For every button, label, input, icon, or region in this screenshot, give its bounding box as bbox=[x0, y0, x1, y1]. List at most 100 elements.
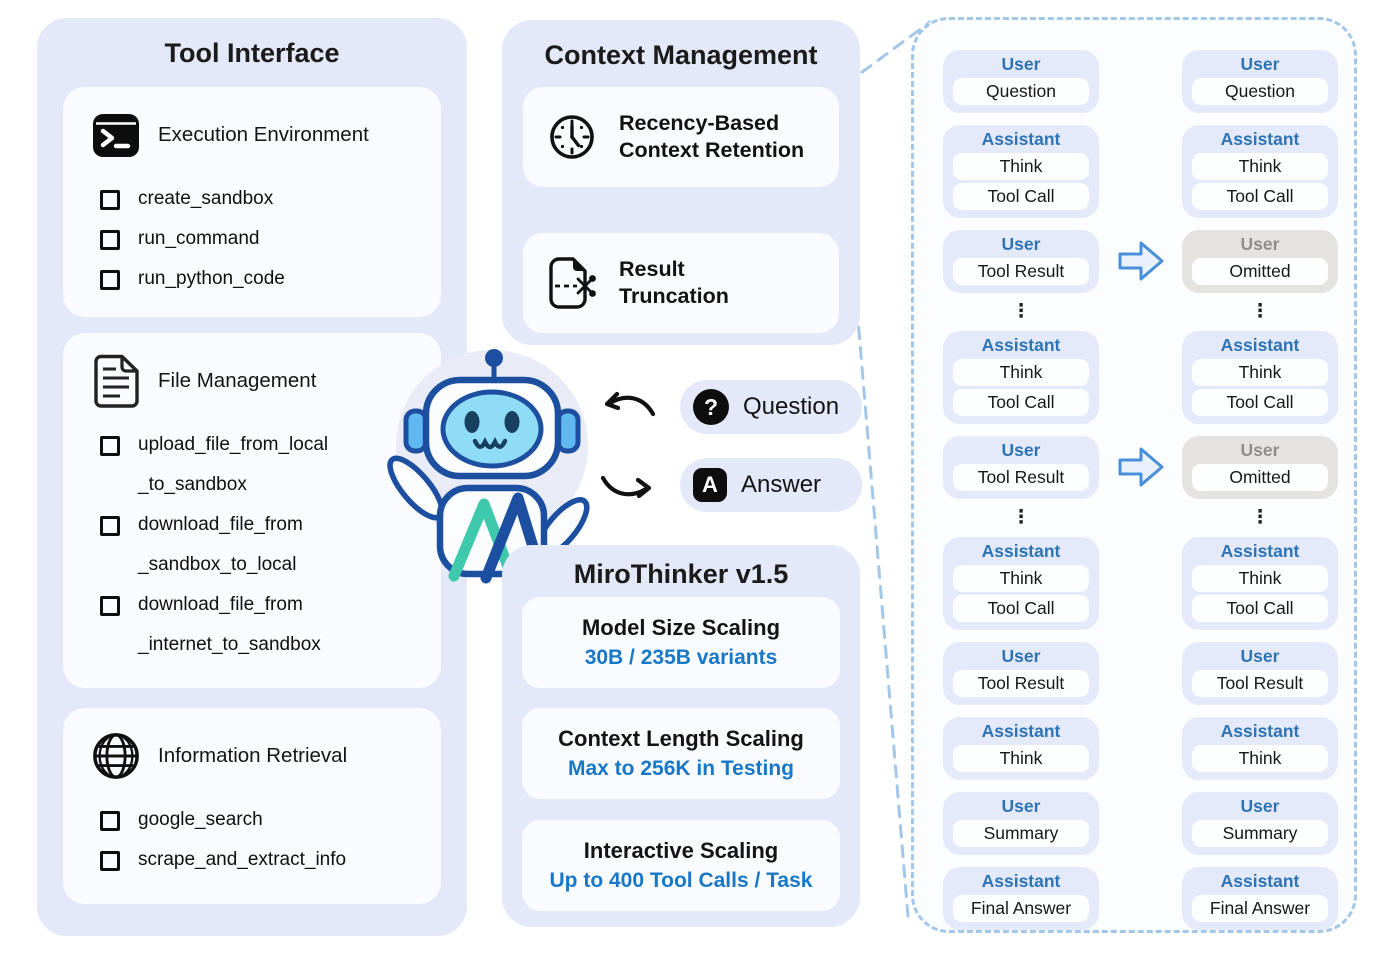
checkbox-icon bbox=[100, 851, 120, 871]
scaling-value: Max to 256K in Testing bbox=[568, 757, 794, 780]
checkbox-icon bbox=[100, 190, 120, 210]
ellipsis: ⋮ bbox=[1250, 507, 1270, 528]
role-label: User bbox=[1001, 234, 1041, 254]
role-label: Assistant bbox=[981, 541, 1061, 561]
result-truncation-card: Result Truncation bbox=[523, 233, 839, 333]
role-label: Assistant bbox=[981, 129, 1061, 149]
message-block: Assistant Final Answer bbox=[1182, 867, 1338, 930]
flow-arrow-icon bbox=[1118, 241, 1164, 281]
role-label: Assistant bbox=[1220, 335, 1300, 355]
tool-name: run_command bbox=[138, 228, 260, 249]
message-block: Assistant Think Tool Call bbox=[1182, 125, 1338, 218]
context-detail-panel: User Question Assistant Think Tool Call … bbox=[911, 17, 1357, 933]
message-block: User Tool Result bbox=[943, 642, 1099, 705]
card-header: File Management bbox=[63, 333, 441, 408]
message-block: Assistant Think Tool Call bbox=[1182, 537, 1338, 630]
question-pill: ? Question bbox=[680, 380, 862, 434]
tool-interface-title: Tool Interface bbox=[164, 38, 340, 68]
tool-name: download_file_from _internet_to_sandbox bbox=[138, 594, 321, 655]
message-block: User Tool Result bbox=[1182, 642, 1338, 705]
message-part: Final Answer bbox=[1192, 895, 1328, 922]
message-part: Tool Call bbox=[1192, 389, 1328, 416]
message-part: Tool Call bbox=[1192, 183, 1328, 210]
context-length-scaling-card: Context Length Scaling Max to 256K in Te… bbox=[522, 708, 840, 799]
terminal-icon bbox=[91, 110, 141, 160]
message-block: User Question bbox=[1182, 50, 1338, 113]
outgoing-curve-arrow-icon bbox=[600, 475, 652, 499]
tool-name: scrape_and_extract_info bbox=[138, 849, 347, 870]
message-part: Question bbox=[1192, 78, 1328, 105]
role-label: User bbox=[1240, 440, 1280, 460]
question-label: Question bbox=[743, 393, 840, 420]
role-label: User bbox=[1240, 646, 1280, 666]
document-icon bbox=[91, 354, 141, 408]
message-part: Tool Call bbox=[953, 183, 1089, 210]
role-label: Assistant bbox=[1220, 129, 1300, 149]
file-management-card: File Management upload_file_from_local _… bbox=[63, 333, 441, 688]
message-part: Think bbox=[953, 153, 1089, 180]
interactive-scaling-card: Interactive Scaling Up to 400 Tool Calls… bbox=[522, 820, 840, 911]
flow-arrow-icon bbox=[1118, 447, 1164, 487]
message-part: Omitted bbox=[1192, 258, 1328, 285]
message-part: Question bbox=[953, 78, 1089, 105]
message-block: User Tool Result bbox=[943, 436, 1099, 499]
message-part: Tool Call bbox=[953, 389, 1089, 416]
message-part: Think bbox=[953, 359, 1089, 386]
execution-environment-card: Execution Environment create_sandbox run… bbox=[63, 87, 441, 317]
message-part: Tool Result bbox=[1192, 670, 1328, 697]
role-label: User bbox=[1240, 54, 1280, 74]
card-heading: File Management bbox=[158, 369, 317, 392]
tool-name: create_sandbox bbox=[138, 188, 274, 209]
tool-item: download_file_from _internet_to_sandbox bbox=[100, 585, 441, 665]
tool-item: google_search bbox=[100, 800, 441, 840]
message-part: Tool Call bbox=[1192, 595, 1328, 622]
recency-retention-card: Recency-Based Context Retention bbox=[523, 87, 839, 187]
message-part: Think bbox=[953, 565, 1089, 592]
message-part: Think bbox=[1192, 153, 1328, 180]
message-block: Assistant Think Tool Call bbox=[943, 331, 1099, 424]
clock-icon bbox=[547, 112, 597, 162]
message-block: Assistant Think Tool Call bbox=[943, 125, 1099, 218]
role-label: User bbox=[1001, 54, 1041, 74]
scaling-value: Up to 400 Tool Calls / Task bbox=[549, 869, 813, 892]
role-label: Assistant bbox=[981, 721, 1061, 741]
tool-item: run_python_code bbox=[100, 259, 441, 299]
answer-pill: A Answer bbox=[680, 458, 862, 512]
message-block: Assistant Think Tool Call bbox=[1182, 331, 1338, 424]
message-block: User Tool Result bbox=[943, 230, 1099, 293]
ellipsis: ⋮ bbox=[1250, 301, 1270, 322]
message-part: Omitted bbox=[1192, 464, 1328, 491]
tool-item: download_file_from _sandbox_to_local bbox=[100, 505, 441, 585]
role-label: User bbox=[1240, 234, 1280, 254]
card-header: Information Retrieval bbox=[63, 708, 441, 781]
message-part: Tool Call bbox=[953, 595, 1089, 622]
message-block-omitted: User Omitted bbox=[1182, 230, 1338, 293]
checkbox-icon bbox=[100, 270, 120, 290]
question-icon: ? bbox=[693, 389, 729, 425]
context-management-panel: Context Management Recency-Based Context… bbox=[502, 20, 860, 345]
scaling-heading: Interactive Scaling bbox=[583, 838, 779, 863]
tool-name: google_search bbox=[138, 809, 263, 830]
role-label: Assistant bbox=[981, 871, 1061, 891]
tool-name: download_file_from _sandbox_to_local bbox=[138, 514, 303, 575]
role-label: User bbox=[1240, 796, 1280, 816]
role-label: Assistant bbox=[1220, 721, 1300, 741]
message-part: Think bbox=[1192, 745, 1328, 772]
tool-item: scrape_and_extract_info bbox=[100, 840, 441, 880]
feature-label: Recency-Based Context Retention bbox=[619, 111, 805, 162]
globe-icon bbox=[91, 731, 141, 781]
message-block: Assistant Think Tool Call bbox=[943, 537, 1099, 630]
tool-item: run_command bbox=[100, 219, 441, 259]
role-label: Assistant bbox=[981, 335, 1061, 355]
conversation-column-after: User Question Assistant Think Tool Call … bbox=[1182, 50, 1338, 930]
scaling-heading: Context Length Scaling bbox=[558, 726, 804, 751]
role-label: User bbox=[1001, 646, 1041, 666]
context-management-title: Context Management bbox=[544, 40, 818, 70]
conversation-column-before: User Question Assistant Think Tool Call … bbox=[943, 50, 1099, 930]
role-label: User bbox=[1001, 796, 1041, 816]
feature-label: Result Truncation bbox=[619, 257, 729, 308]
checkbox-icon bbox=[100, 516, 120, 536]
answer-icon: A bbox=[693, 468, 727, 502]
message-block: User Summary bbox=[1182, 792, 1338, 855]
tool-name: run_python_code bbox=[138, 268, 285, 289]
